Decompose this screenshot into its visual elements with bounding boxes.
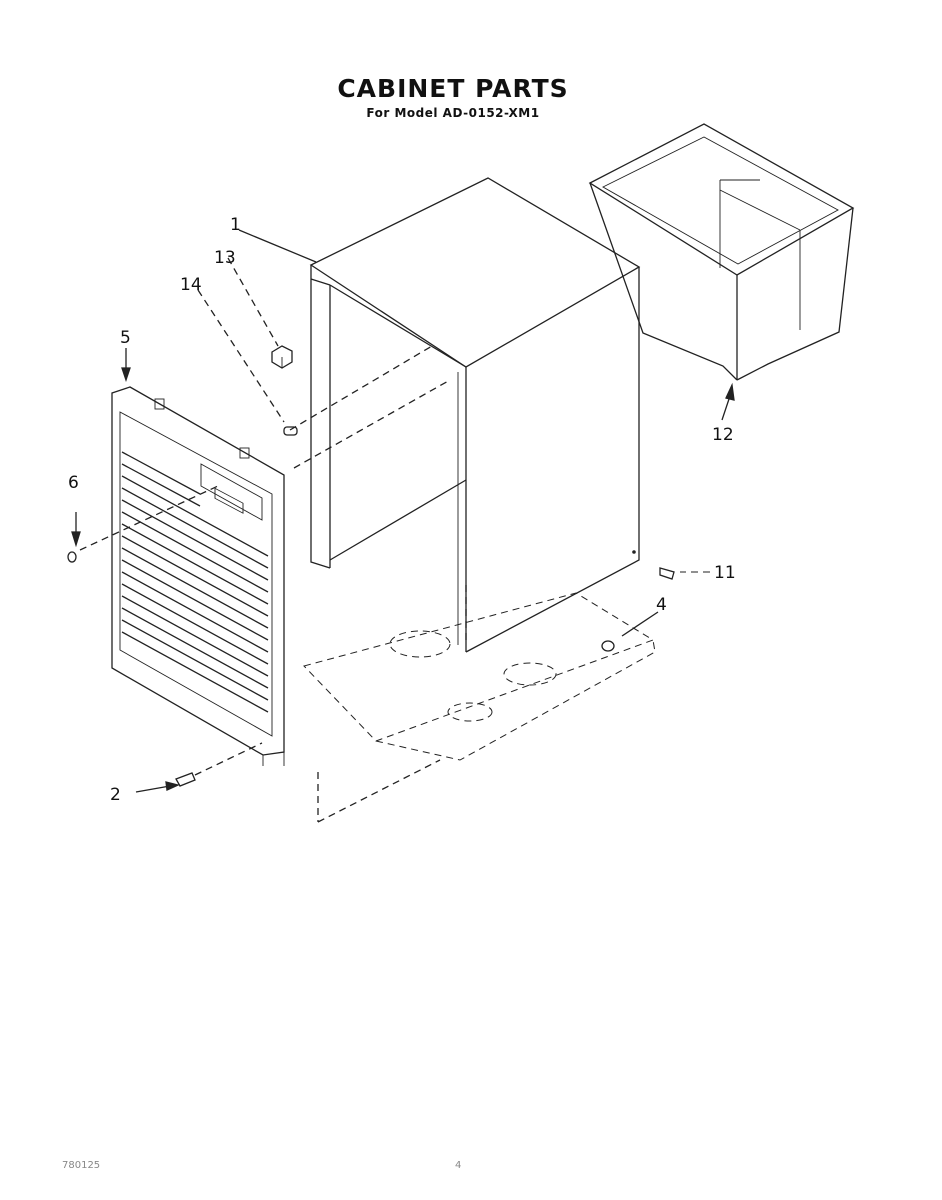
callout-14: 14 <box>180 275 202 295</box>
callout-12: 12 <box>712 425 734 445</box>
screw-part-11 <box>659 567 675 580</box>
pin-part-14 <box>283 426 298 436</box>
footer-code: 780125 <box>62 1160 101 1171</box>
screw-part-2 <box>175 772 196 787</box>
callout-13: 13 <box>214 248 236 268</box>
front-panel-part <box>111 386 285 766</box>
bracket-part-13 <box>271 345 293 369</box>
leader-lines <box>71 229 735 793</box>
model-subtitle: For Model AD-0152-XM1 <box>366 106 540 120</box>
bucket-part <box>588 123 855 381</box>
footer-page-number: 4 <box>455 1160 462 1171</box>
cabinet-part <box>309 177 641 653</box>
assembly-lines <box>79 257 467 823</box>
callout-6: 6 <box>68 473 79 493</box>
callout-4: 4 <box>656 595 667 615</box>
callout-1: 1 <box>230 215 241 235</box>
callout-11: 11 <box>714 563 736 583</box>
page-title: CABINET PARTS <box>337 74 569 103</box>
base-plate-part <box>303 592 656 761</box>
knob-part-6 <box>67 551 77 563</box>
callout-2: 2 <box>110 785 121 805</box>
grille-slats <box>121 451 269 713</box>
callout-5: 5 <box>120 328 131 348</box>
